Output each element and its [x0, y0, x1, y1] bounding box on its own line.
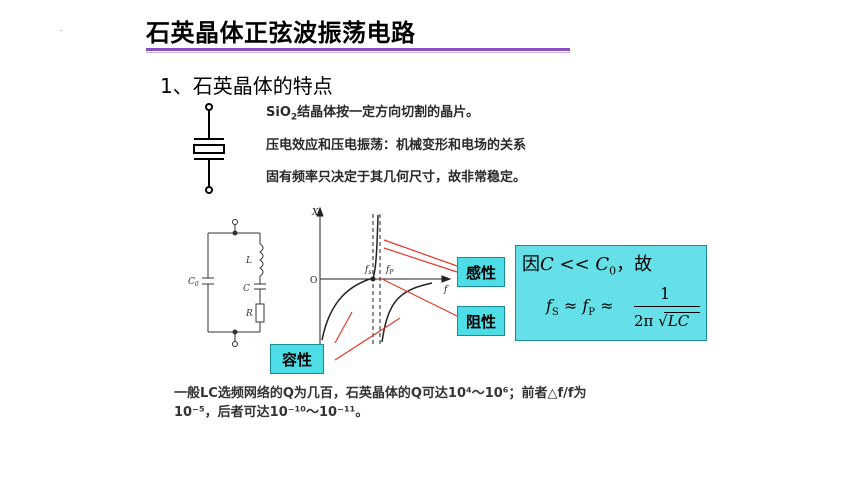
sqrt-bar: [664, 312, 700, 313]
crystal-symbol-icon: [193, 103, 225, 194]
slide-marker: .: [60, 24, 63, 33]
bottom-text-line-1: 一般LC选频网络的Q为几百，石英晶体的Q可达10⁴～10⁶；前者△f/f为: [174, 386, 587, 401]
x-axis-label: f: [443, 285, 449, 295]
fp-label: fP: [385, 265, 394, 276]
c-label: C: [243, 284, 250, 294]
feature-line-2: 压电效应和压电振荡：机械变形和电场的关系: [266, 138, 527, 153]
equivalent-circuit: [202, 219, 266, 347]
section-heading: 1、石英晶体的特点: [160, 74, 333, 98]
feature-line-3: 固有频率只决定于其几何尺寸，故非常稳定。: [266, 170, 527, 185]
reactance-graph: [316, 206, 452, 348]
formula-condition: 因C << C0，故: [522, 254, 653, 278]
l-label: L: [245, 256, 252, 266]
x-axis-arrow-icon: [441, 275, 452, 283]
formula-denominator: 2π √LC: [634, 312, 690, 330]
curve-capacitive-low: [321, 277, 374, 341]
page-title: 石英晶体正弦波振荡电路: [146, 19, 416, 47]
curve-capacitive-high: [381, 282, 433, 343]
r-label: R: [245, 309, 253, 319]
c0-label: C0: [188, 277, 199, 288]
fs-label: fs: [364, 265, 371, 276]
title-underline: [146, 48, 570, 51]
feature-line-1-prefix: SiO: [266, 105, 291, 120]
y-axis-label: X: [311, 208, 319, 218]
tag-resistive: 阻性: [457, 306, 505, 336]
title-underline-thin: [146, 52, 570, 53]
tag-inductive: 感性: [457, 257, 505, 287]
origin-label: O: [310, 276, 317, 286]
feature-line-1-sub: 2: [290, 112, 298, 123]
formula-numerator: 1: [660, 284, 671, 303]
pointer-lines: [334, 239, 458, 361]
formula-box: 因C << C0，故 fS ≈ fP ≈ 1 2π √LC: [515, 245, 707, 341]
formula-equation: fS ≈ fP ≈: [546, 296, 614, 319]
y-axis-arrow-icon: [316, 206, 324, 217]
fraction-bar: [634, 306, 700, 307]
feature-line-1-suffix: 结晶体按一定方向切割的晶片。: [297, 105, 480, 120]
tag-capacitive: 容性: [270, 344, 324, 374]
curve-inductive: [372, 214, 379, 279]
feature-line-1: SiO2结晶体按一定方向切割的晶片。: [266, 101, 479, 123]
bottom-text-line-2: 10⁻⁵，后者可达10⁻¹⁰～10⁻¹¹。: [174, 405, 369, 420]
